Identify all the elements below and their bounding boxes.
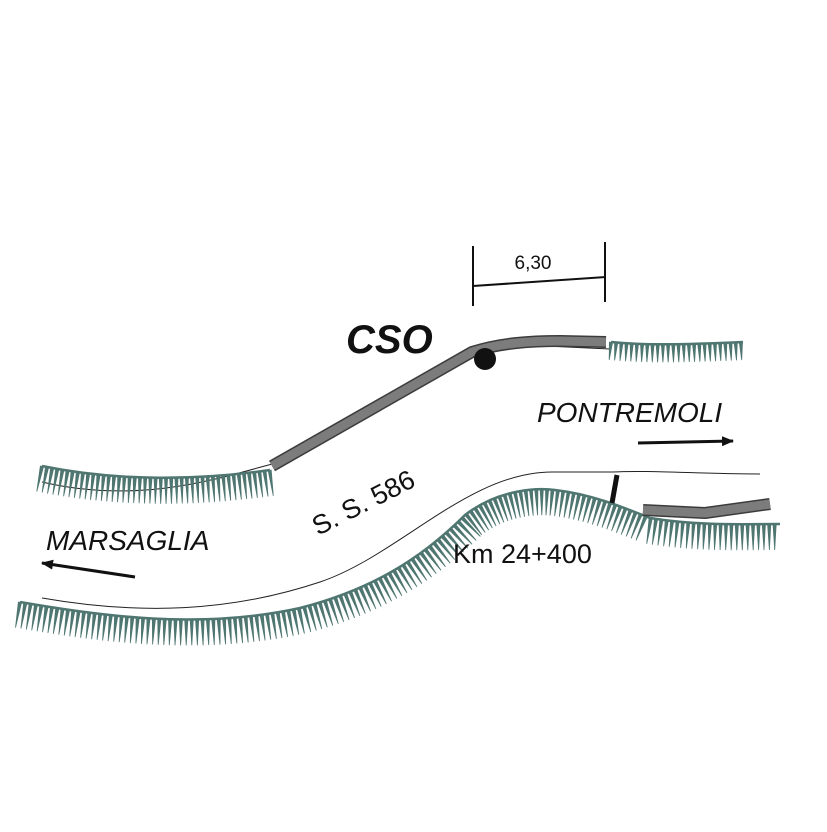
embankment-hatching — [36, 465, 274, 504]
guardrail-right-fill — [642, 499, 771, 518]
arrow-left-icon — [41, 559, 136, 579]
embankment-crest-line — [610, 340, 744, 346]
embankment-crest-line — [41, 464, 271, 479]
km-section-marker — [609, 474, 620, 504]
road-top-edge-line — [41, 345, 611, 492]
embankment-left — [36, 464, 274, 504]
road-label: S. S. 586 — [307, 464, 420, 541]
station-marker-icon — [474, 348, 496, 370]
guardrail-main-fill — [269, 336, 607, 470]
embankment-bottom — [15, 487, 781, 646]
direction-east-label: PONTREMOLI — [537, 397, 722, 428]
dimension-line — [472, 242, 607, 306]
direction-west-label: MARSAGLIA — [46, 525, 209, 556]
station-label: CSO — [346, 318, 433, 362]
dimension-label: 6,30 — [515, 253, 552, 274]
embankment-hatching — [608, 341, 743, 363]
road-bottom-edge-line — [41, 470, 761, 609]
arrow-right-icon — [637, 436, 734, 447]
embankment-top-right — [608, 340, 744, 363]
embankment-hatching — [15, 489, 777, 646]
km-marker-label: Km 24+400 — [453, 539, 592, 569]
